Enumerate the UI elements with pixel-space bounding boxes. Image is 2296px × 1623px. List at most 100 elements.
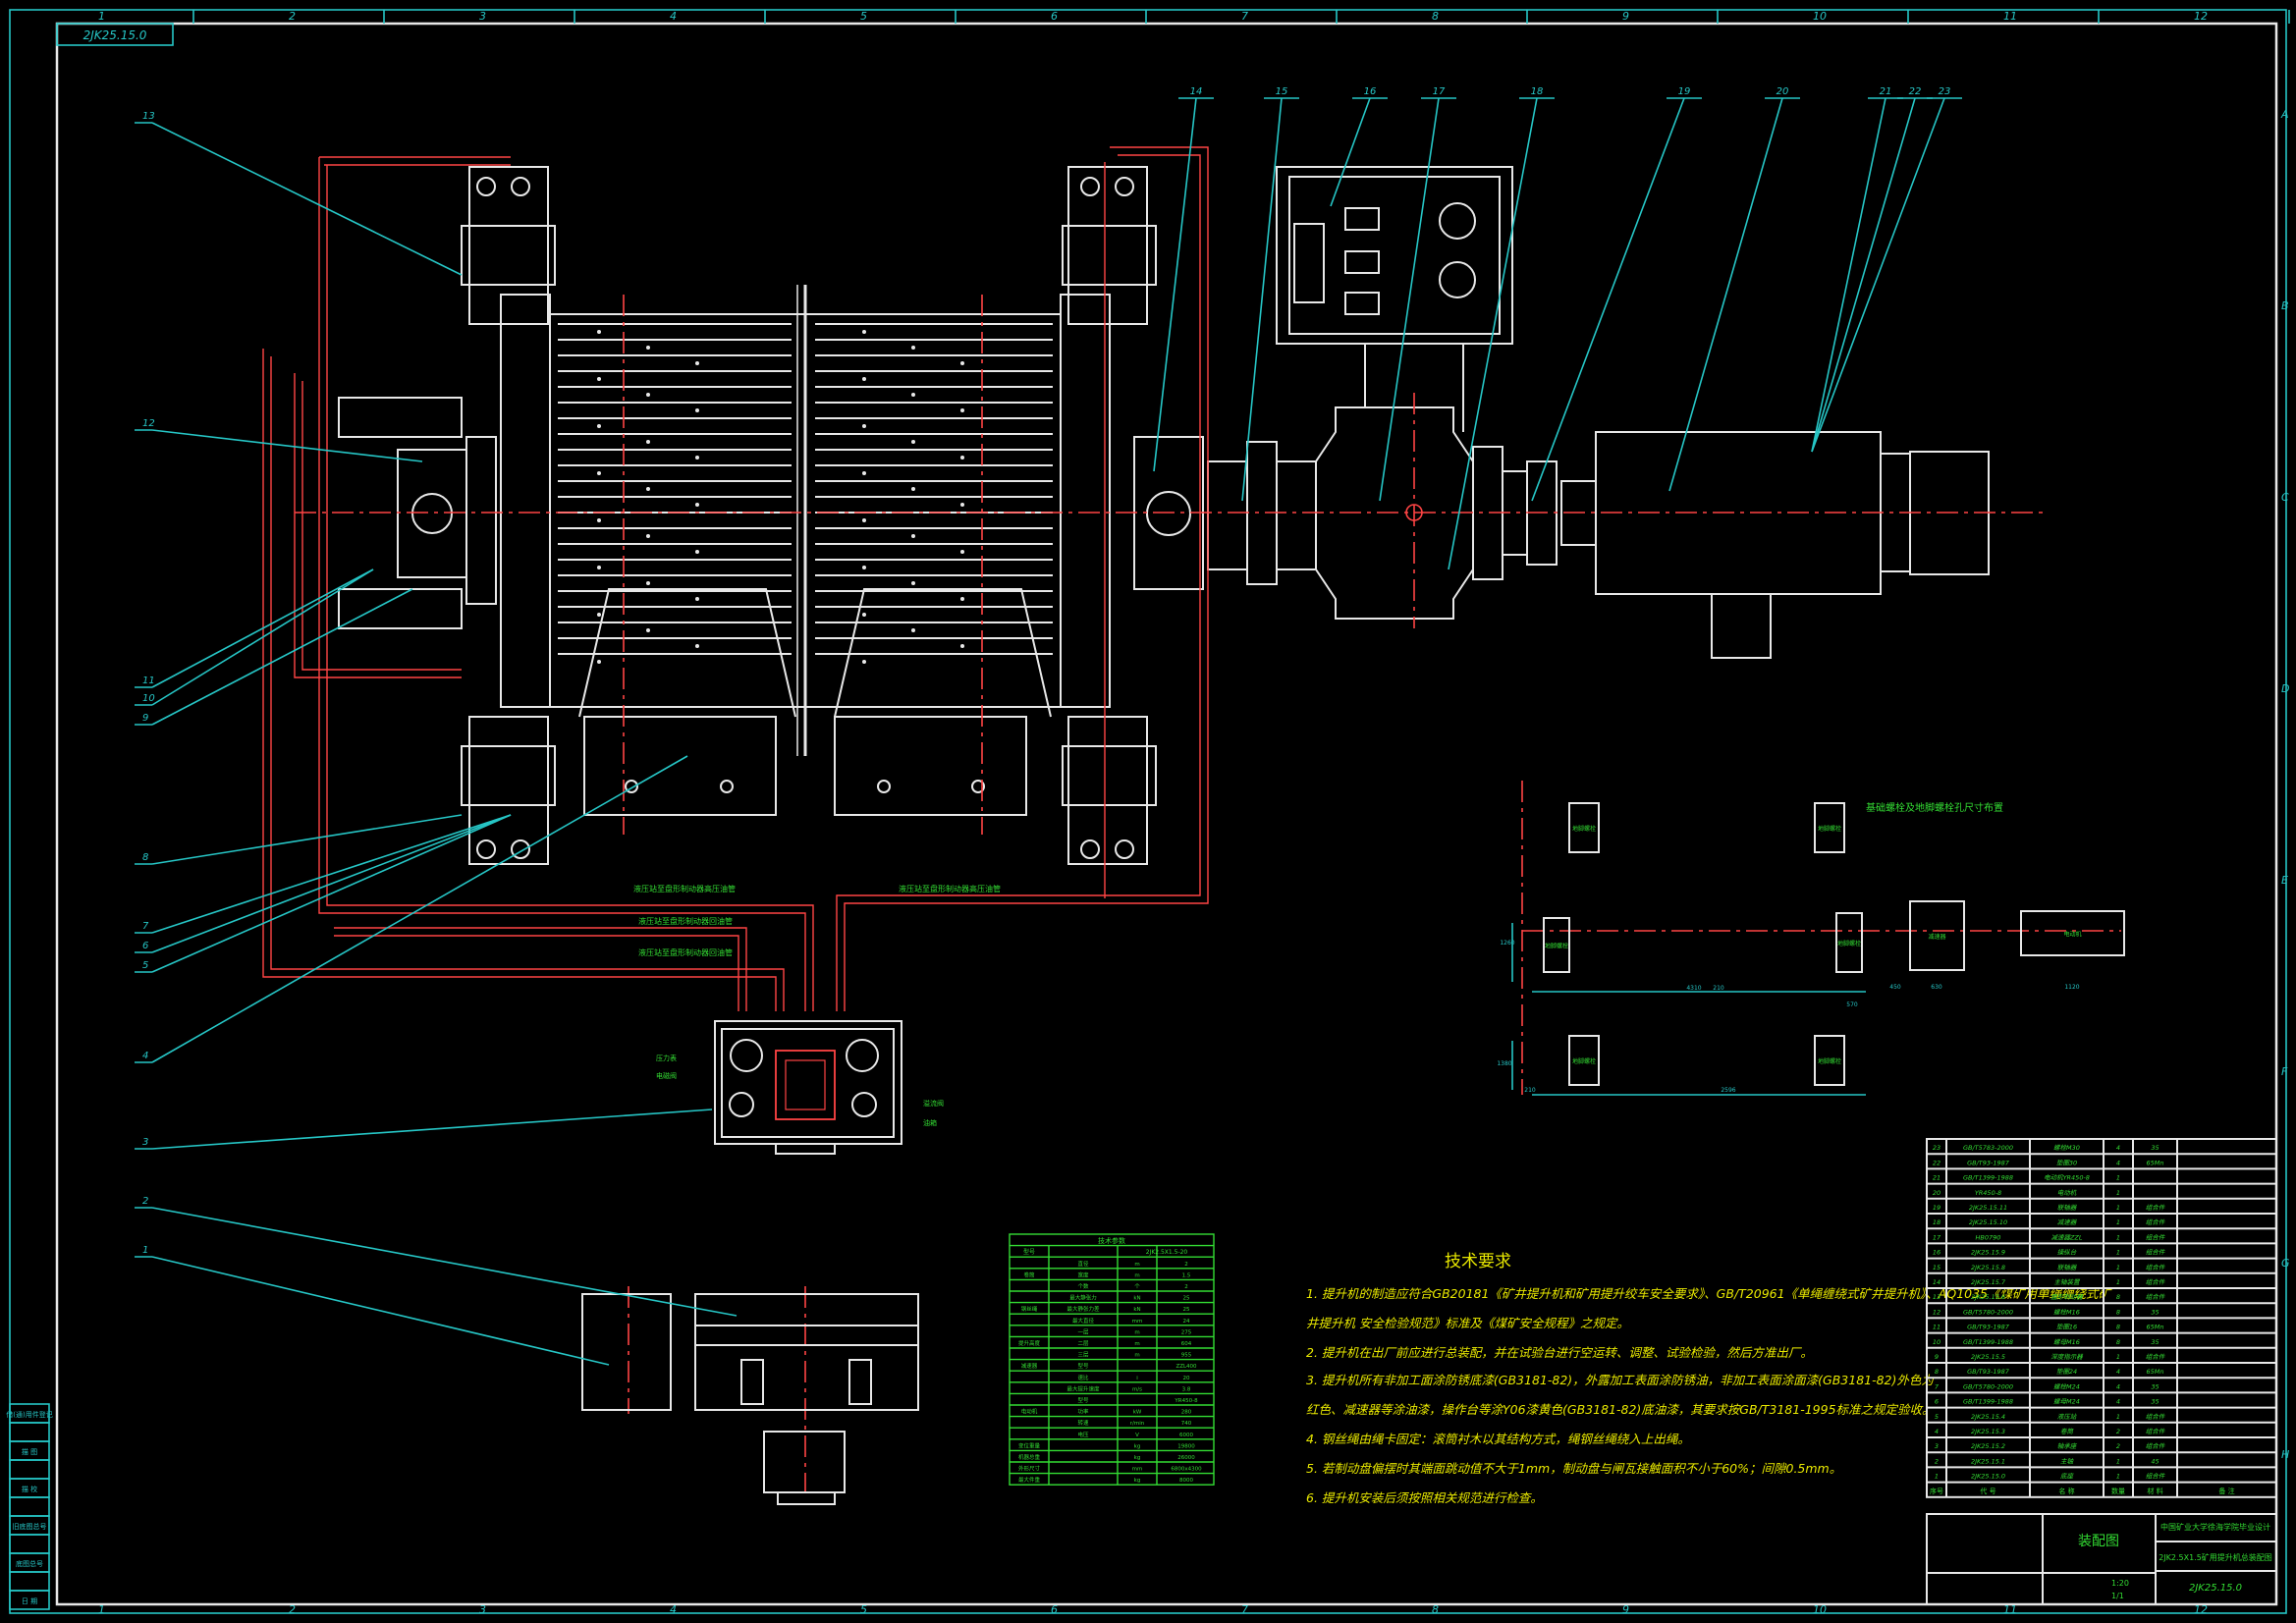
bom-cell: 螺栓M30 bbox=[2053, 1144, 2080, 1152]
grid-col-label: 9 bbox=[1622, 10, 1629, 23]
bom-cell: 65Mn bbox=[2147, 1159, 2164, 1166]
bom-cell: 1 bbox=[2116, 1218, 2120, 1226]
bom-cell: 7 bbox=[1935, 1382, 1940, 1390]
tech-item: 1. 提升机的制造应符合GB20181《矿井提升机和矿用提升绞车安全要求》、GB… bbox=[1306, 1286, 2113, 1301]
bom-cell: 1 bbox=[2116, 1264, 2120, 1271]
grid-col-label: 3 bbox=[479, 1603, 486, 1616]
stamp-label: 描 图 bbox=[22, 1447, 37, 1456]
bom-cell: 4 bbox=[1935, 1428, 1939, 1435]
foundation-dim: 1120 bbox=[2064, 984, 2079, 991]
grid-col-label: 8 bbox=[1432, 1603, 1439, 1616]
spec-cell: 最大件重 bbox=[1018, 1476, 1041, 1484]
callout-number: 10 bbox=[142, 693, 155, 704]
bom-cell: 45 bbox=[2151, 1457, 2159, 1465]
bom-cell: 35 bbox=[2151, 1382, 2159, 1390]
drawing-border bbox=[9, 9, 2287, 1614]
grid-col-label: 7 bbox=[1241, 1603, 1248, 1616]
bom-cell: 联轴器 bbox=[2057, 1264, 2077, 1271]
spec-cell: YR450-8 bbox=[1174, 1398, 1198, 1404]
grid-col-label: 6 bbox=[1051, 10, 1058, 23]
bom-cell: 组合件 bbox=[2146, 1428, 2165, 1435]
bom-cell: 液压站 bbox=[2057, 1413, 2078, 1421]
spec-cell: 最大静张力差 bbox=[1066, 1305, 1100, 1313]
bom-cell: 1 bbox=[2116, 1174, 2120, 1182]
foundation-dim: 630 bbox=[1931, 984, 1942, 991]
bom-cell: GB/T5783-2000 bbox=[1963, 1144, 2013, 1152]
bom-cell: 1 bbox=[2116, 1189, 2120, 1197]
stamp-label: 借(通)用件登记 bbox=[6, 1410, 52, 1419]
bom-cell: 18 bbox=[1933, 1218, 1941, 1226]
grid-col-label: 1 bbox=[98, 1603, 105, 1616]
bom-cell: 8 bbox=[2116, 1324, 2120, 1331]
spec-cell: mm bbox=[1132, 1467, 1143, 1473]
grid-col-label: 10 bbox=[1813, 1603, 1827, 1616]
grid-col-label: 11 bbox=[2003, 10, 2017, 23]
spec-cell: i bbox=[1136, 1376, 1138, 1381]
spec-cell: 280 bbox=[1181, 1410, 1192, 1416]
tech-item: 6. 提升机安装后须按照相关规范进行检查。 bbox=[1306, 1490, 1543, 1505]
spec-cell: 三层 bbox=[1077, 1352, 1089, 1359]
bom-cell: 2JK25.15.3 bbox=[1971, 1428, 2005, 1435]
bom-cell: 65Mn bbox=[2147, 1324, 2164, 1331]
bom-cell: 组合件 bbox=[2146, 1233, 2165, 1241]
bom-cell: 2 bbox=[2116, 1428, 2120, 1435]
spec-cell: 直径 bbox=[1077, 1260, 1089, 1268]
bom-cell: 电动机YR450-8 bbox=[2044, 1174, 2090, 1182]
bom-cell: 5 bbox=[1935, 1413, 1939, 1421]
callout-number: 5 bbox=[142, 960, 148, 971]
callout-number: 15 bbox=[1276, 86, 1288, 97]
foundation-box-label: 地脚螺栓 bbox=[1837, 940, 1861, 947]
spec-cell: kg bbox=[1134, 1478, 1141, 1484]
callout-number: 2 bbox=[142, 1196, 148, 1207]
pipe-label-3: 液压站至盘形制动器回油管 bbox=[638, 916, 733, 926]
hyd-label-1: 压力表 bbox=[656, 1054, 677, 1062]
grid-col-label: 5 bbox=[860, 10, 867, 23]
spec-title: 技术参数 bbox=[1098, 1236, 1125, 1245]
grid-col-label: 6 bbox=[1051, 1603, 1058, 1616]
spec-cell: 25 bbox=[1183, 1307, 1190, 1313]
grid-row-label: H bbox=[2281, 1448, 2289, 1461]
top-left-code-box: 2JK25.15.0 bbox=[56, 23, 174, 46]
bom-cell: 减速器ZZL bbox=[2050, 1233, 2082, 1241]
foundation-layout: 基础螺栓及地脚螺栓孔尺寸布置 地脚螺栓地脚螺栓地脚螺栓地脚螺栓地脚螺栓地脚螺栓减… bbox=[1497, 801, 2125, 1096]
bom-cell: 深度指示器 bbox=[2050, 1353, 2083, 1361]
bom-cell: 组合件 bbox=[2146, 1218, 2165, 1226]
bom-cell: 螺母M16 bbox=[2053, 1338, 2080, 1346]
bom-cell: YR450-8 bbox=[1975, 1189, 2001, 1197]
bom-cell: 4 bbox=[2116, 1368, 2120, 1376]
spec-cell: kN bbox=[1133, 1307, 1140, 1313]
spec-cell: 个 bbox=[1134, 1283, 1140, 1290]
bom-cell: 19 bbox=[1933, 1204, 1941, 1212]
title-block: 装配图 中国矿业大学徐海学院毕业设计 2JK2.5X1.5矿用提升机总装配图 2… bbox=[1926, 1513, 2277, 1605]
callout-number: 1 bbox=[142, 1245, 148, 1256]
spec-cell: m bbox=[1134, 1353, 1139, 1359]
callout-number: 6 bbox=[142, 941, 148, 951]
stamp-label: 描 校 bbox=[22, 1485, 37, 1493]
bom-cell: 2JK25.15.2 bbox=[1971, 1442, 2005, 1450]
callout-number: 17 bbox=[1433, 86, 1446, 97]
spec-cell: 6000 bbox=[1179, 1433, 1193, 1438]
bom-cell: 减速器 bbox=[2057, 1218, 2077, 1226]
foundation-dim: 210 bbox=[1713, 985, 1724, 992]
foundation-dim: 210 bbox=[1524, 1087, 1536, 1094]
bom-cell: 组合件 bbox=[2146, 1249, 2165, 1257]
spec-cell: 1.5 bbox=[1182, 1272, 1191, 1278]
bom-cell: 2JK25.15.1 bbox=[1971, 1457, 2005, 1465]
callout-number: 19 bbox=[1678, 86, 1691, 97]
grid-col-label: 11 bbox=[2003, 1603, 2017, 1616]
bom-header: 材 料 bbox=[2147, 1487, 2162, 1495]
spec-cell: 20 bbox=[1183, 1376, 1190, 1381]
spec-cell: m bbox=[1134, 1341, 1139, 1347]
bom-cell: 2JK25.15.8 bbox=[1971, 1264, 2005, 1271]
bom-cell: 2JK25.15.7 bbox=[1971, 1278, 2006, 1286]
hyd-label-2: 电磁阀 bbox=[656, 1071, 677, 1080]
spec-cell: 24 bbox=[1183, 1319, 1190, 1325]
foundation-title: 基础螺栓及地脚螺栓孔尺寸布置 bbox=[1866, 801, 2003, 814]
bom-cell: 9 bbox=[1935, 1353, 1939, 1361]
spec-cell: 转速 bbox=[1077, 1419, 1089, 1427]
bom-cell: 10 bbox=[1933, 1338, 1941, 1346]
bom-cell: 2JK25.15.9 bbox=[1971, 1249, 2005, 1257]
